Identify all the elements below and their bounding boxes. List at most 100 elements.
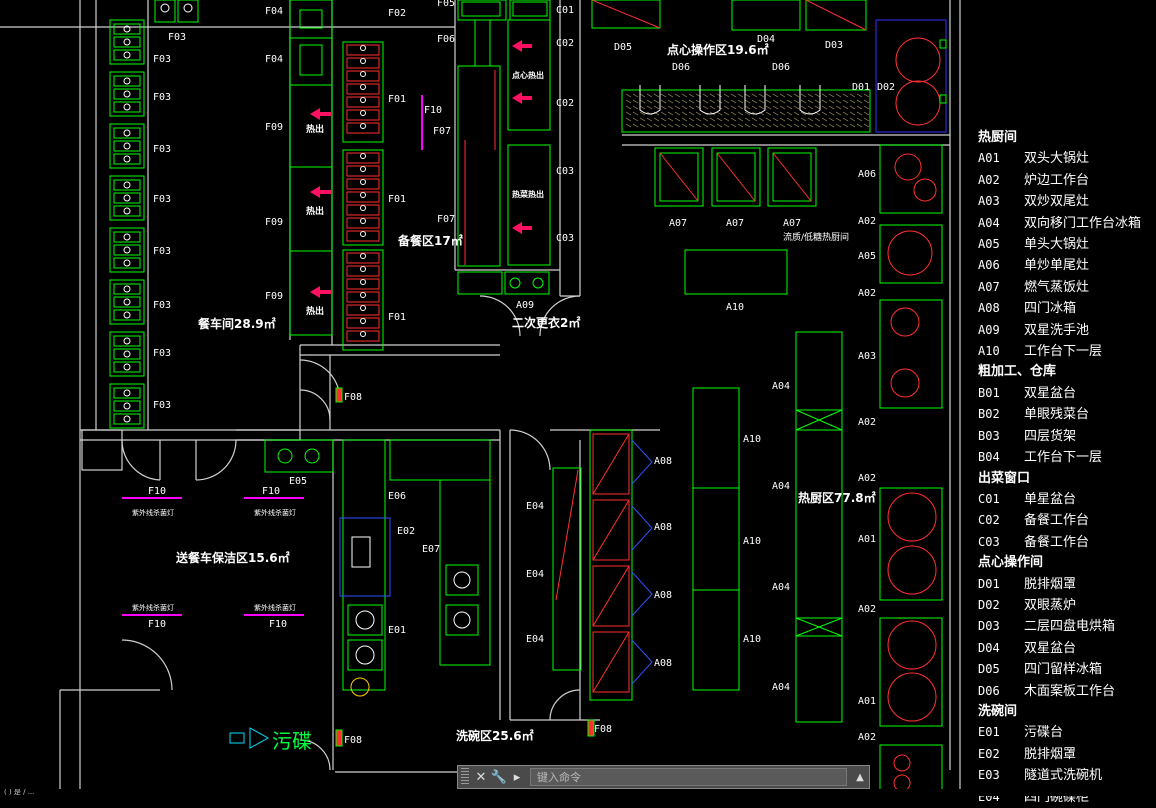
legend-code: A08 bbox=[978, 301, 1000, 316]
svg-text:A04: A04 bbox=[772, 682, 790, 693]
prompt-icon[interactable]: ▸ bbox=[513, 769, 521, 785]
room-pastry: 点心操作区19.6㎡ bbox=[667, 42, 769, 57]
svg-text:E07: E07 bbox=[422, 544, 440, 555]
svg-text:F08: F08 bbox=[594, 724, 612, 735]
svg-text:E02: E02 bbox=[397, 526, 415, 537]
svg-text:A08: A08 bbox=[654, 522, 672, 533]
expand-history-icon[interactable]: ▲ bbox=[856, 771, 864, 783]
uv-lamp-label: 紫外线杀菌灯 bbox=[254, 508, 296, 517]
svg-text:D04: D04 bbox=[757, 34, 775, 45]
svg-text:F10: F10 bbox=[262, 486, 280, 497]
command-input[interactable] bbox=[530, 768, 847, 786]
pastry-heat-label: 点心热出 bbox=[512, 70, 544, 80]
svg-text:F10: F10 bbox=[148, 486, 166, 497]
legend-header: 点心操作间 bbox=[978, 555, 1044, 571]
legend-code: D05 bbox=[978, 662, 1000, 677]
legend-text: 单眼残菜台 bbox=[1024, 407, 1090, 423]
legend-text: 隧道式洗碗机 bbox=[1024, 768, 1103, 784]
uv-lamp-label: 紫外线杀菌灯 bbox=[254, 603, 296, 612]
svg-text:F04: F04 bbox=[265, 6, 283, 17]
svg-text:F09: F09 bbox=[265, 291, 283, 302]
svg-text:F03: F03 bbox=[168, 32, 186, 43]
svg-text:F03: F03 bbox=[153, 400, 171, 411]
room-change: 二次更衣2㎡ bbox=[512, 315, 580, 330]
legend-code: B03 bbox=[978, 428, 1000, 443]
svg-text:A02: A02 bbox=[858, 473, 876, 484]
svg-text:A05: A05 bbox=[858, 251, 876, 262]
legend-text: 炉边工作台 bbox=[1024, 172, 1090, 188]
legend-text: 四层货架 bbox=[1024, 428, 1077, 444]
legend-code: A10 bbox=[978, 344, 1000, 359]
a08-fridges bbox=[552, 429, 633, 701]
svg-text:E04: E04 bbox=[526, 634, 544, 645]
svg-text:C02: C02 bbox=[556, 98, 574, 109]
legend-text: 脱排烟罩 bbox=[1024, 746, 1077, 762]
svg-text:A02: A02 bbox=[858, 288, 876, 299]
svg-text:D02: D02 bbox=[877, 82, 895, 93]
svg-text:F03: F03 bbox=[153, 300, 171, 311]
command-line-bar[interactable]: ✕ 🔧 ▸ ▲ bbox=[457, 765, 870, 789]
svg-text:F03: F03 bbox=[153, 348, 171, 359]
svg-text:A04: A04 bbox=[772, 381, 790, 392]
svg-text:E01: E01 bbox=[388, 625, 406, 636]
legend-code: A06 bbox=[978, 258, 1000, 273]
legend-text: 双向移门工作台冰箱 bbox=[1024, 215, 1142, 231]
heat-out-label: 热出 bbox=[306, 123, 324, 135]
legend-text: 单炒单尾灶 bbox=[1024, 258, 1090, 274]
legend-text: 单头大锅灶 bbox=[1024, 237, 1090, 253]
room-hot-kitchen: 热厨区77.8㎡ bbox=[798, 490, 876, 505]
svg-text:A06: A06 bbox=[858, 169, 876, 180]
svg-text:F07: F07 bbox=[433, 126, 451, 137]
svg-text:C03: C03 bbox=[556, 166, 574, 177]
svg-text:F09: F09 bbox=[265, 122, 283, 133]
svg-text:C03: C03 bbox=[556, 233, 574, 244]
legend-row: B03 四层货架 bbox=[978, 426, 1156, 447]
legend-header: 出菜窗口 bbox=[978, 470, 1031, 486]
pastry-equipment bbox=[591, 0, 947, 133]
svg-text:A04: A04 bbox=[772, 582, 790, 593]
legend-code: D01 bbox=[978, 576, 1000, 591]
svg-text:A10: A10 bbox=[743, 434, 761, 445]
drag-grip-icon[interactable] bbox=[461, 768, 469, 786]
svg-text:C01: C01 bbox=[556, 5, 574, 16]
svg-text:F03: F03 bbox=[153, 194, 171, 205]
legend-text: 备餐工作台 bbox=[1024, 534, 1090, 550]
a-stove-burners bbox=[887, 153, 937, 792]
svg-text:F02: F02 bbox=[388, 8, 406, 19]
c-red-lines bbox=[464, 70, 496, 265]
svg-text:F03: F03 bbox=[153, 54, 171, 65]
legend-code: A03 bbox=[978, 194, 1000, 209]
legend-code: A09 bbox=[978, 322, 1000, 337]
svg-text:F10: F10 bbox=[424, 105, 442, 116]
legend-text: 双炒双尾灶 bbox=[1024, 194, 1090, 210]
legend-text: 双星盆台 bbox=[1024, 640, 1077, 656]
svg-text:D06: D06 bbox=[672, 62, 690, 73]
svg-text:A10: A10 bbox=[726, 302, 744, 313]
uv-lamp-labels: 紫外线杀菌灯 紫外线杀菌灯 紫外线杀菌灯 紫外线杀菌灯 bbox=[132, 508, 296, 612]
legend-code: A04 bbox=[978, 215, 1000, 230]
svg-text:A02: A02 bbox=[858, 216, 876, 227]
legend-header: 粗加工、仓库 bbox=[978, 364, 1057, 380]
legend-code: D06 bbox=[978, 683, 1000, 698]
room-wash: 洗碗区25.6㎡ bbox=[456, 728, 534, 743]
legend-text: 燃气蒸饭灶 bbox=[1024, 279, 1090, 295]
svg-text:A07: A07 bbox=[783, 218, 801, 229]
svg-text:D06: D06 bbox=[772, 62, 790, 73]
wrench-icon[interactable]: 🔧 bbox=[490, 769, 508, 785]
pastry-hoods bbox=[639, 85, 821, 115]
svg-text:A08: A08 bbox=[654, 456, 672, 467]
close-icon[interactable]: ✕ bbox=[475, 769, 487, 785]
cart-column bbox=[109, 0, 199, 429]
legend-row: A03 双炒双尾灶 bbox=[978, 191, 1156, 212]
